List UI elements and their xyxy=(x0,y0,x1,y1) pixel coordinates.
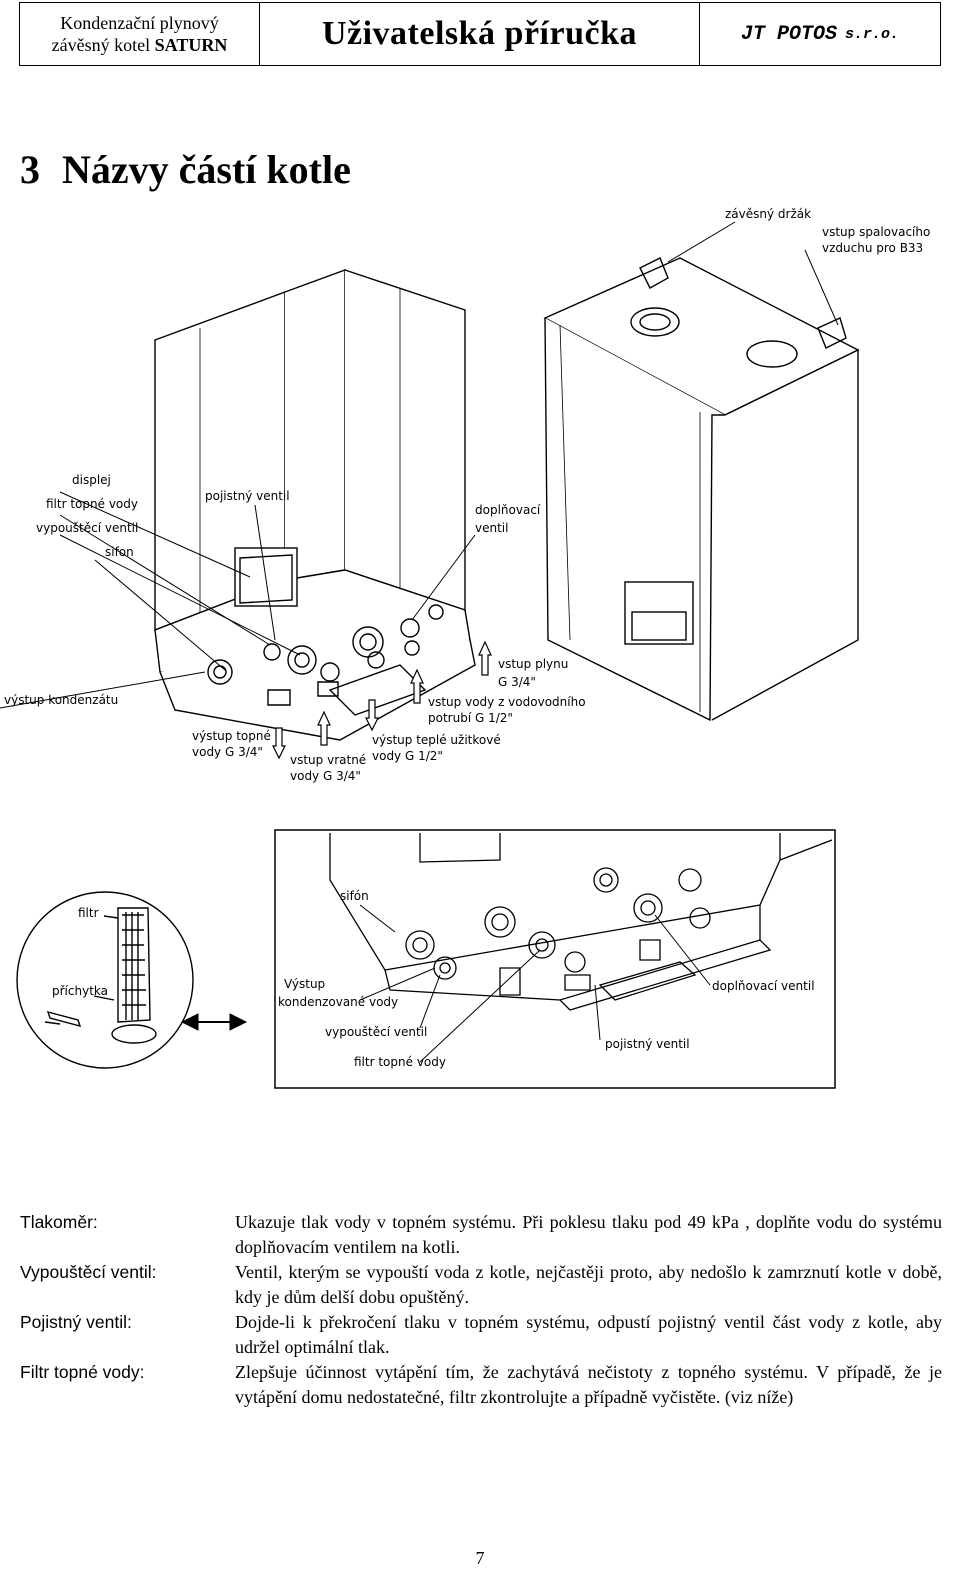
label-dhw-outlet-2: vody G 1/2" xyxy=(372,749,443,763)
label-heating-filter: filtr topné vody xyxy=(46,497,138,511)
definition-text: Ukazuje tlak vody v topném systému. Při … xyxy=(235,1212,942,1257)
label-safety-valve-2: pojistný ventil xyxy=(605,1037,690,1051)
product-line-1: Kondenzační plynový xyxy=(60,13,219,33)
company-text: JT POTOS xyxy=(740,22,837,46)
parts-definitions: Tlakoměr: Ukazuje tlak vody v topném sys… xyxy=(20,1210,942,1410)
label-fill-valve-2b: doplňovací ventil xyxy=(712,979,815,993)
figure1-labels: závěsný držák vstup spalovacího vzduchu … xyxy=(4,207,930,783)
label-filter: filtr xyxy=(78,906,99,920)
definition-row: Tlakoměr: Ukazuje tlak vody v topném sys… xyxy=(20,1210,942,1260)
label-condensate-1: Výstup xyxy=(284,977,325,991)
definition-text: Ventil, kterým se vypouští voda z kotle,… xyxy=(235,1262,942,1307)
product-model: SATURN xyxy=(154,35,228,55)
label-safety-valve: pojistný ventil xyxy=(205,489,290,503)
label-siphon: sifon xyxy=(105,545,134,559)
definition-term: Pojistný ventil: xyxy=(20,1312,132,1332)
section-number: 3 xyxy=(20,147,40,192)
label-siphon-2: sifón xyxy=(340,889,369,903)
label-condensate-2: kondenzované vody xyxy=(278,995,398,1009)
label-heating-filter-2: filtr topné vody xyxy=(354,1055,446,1069)
section-heading: 3 Názvy částí kotle xyxy=(20,146,351,193)
boiler-bottom-closeup: filtr příchytka sifón Výstup kondenzovan… xyxy=(52,829,836,1089)
label-hanger: závěsný držák xyxy=(725,207,811,221)
section-title: Názvy částí kotle xyxy=(62,147,351,192)
boiler-front-view xyxy=(543,257,860,722)
company-name: JT POTOS s.r.o. xyxy=(700,3,940,65)
page-number: 7 xyxy=(475,1548,485,1568)
label-heating-outlet-2: vody G 3/4" xyxy=(192,745,263,759)
label-condensate-outlet: výstup kondenzátu xyxy=(4,693,118,707)
inset-pointer-arrow xyxy=(180,1013,248,1031)
label-return-inlet-1: vstup vratné xyxy=(290,753,366,767)
label-air-inlet-1: vstup spalovacího xyxy=(822,225,930,239)
definition-term: Filtr topné vody: xyxy=(20,1362,145,1382)
label-display: displej xyxy=(72,473,111,487)
label-water-inlet-1: vstup vody z vodovodního xyxy=(428,695,586,709)
label-gas-inlet-1: vstup plynu xyxy=(498,657,568,671)
definition-text: Dojde-li k překročení tlaku v topném sys… xyxy=(235,1312,942,1357)
product-name: Kondenzační plynový závěsný kotel SATURN xyxy=(20,3,260,65)
boiler-rear-bottom-view xyxy=(154,268,476,741)
label-return-inlet-2: vody G 3/4" xyxy=(290,769,361,783)
flow-arrows xyxy=(272,640,492,760)
definition-term: Vypouštěcí ventil: xyxy=(20,1262,157,1282)
definition-text: Zlepšuje účinnost vytápění tím, že zachy… xyxy=(235,1362,942,1407)
label-air-inlet-2: vzduchu pro B33 xyxy=(822,241,923,255)
label-clip: příchytka xyxy=(52,984,108,998)
label-water-inlet-2: potrubí G 1/2" xyxy=(428,711,513,725)
definition-row: Filtr topné vody: Zlepšuje účinnost vytá… xyxy=(20,1360,942,1410)
definition-row: Vypouštěcí ventil: Ventil, kterým se vyp… xyxy=(20,1260,942,1310)
definition-row: Pojistný ventil: Dojde-li k překročení t… xyxy=(20,1310,942,1360)
label-fill-valve-1: doplňovací xyxy=(475,503,541,517)
filter-detail-inset xyxy=(16,891,194,1069)
figure1-leader-lines xyxy=(0,221,839,709)
label-dhw-outlet-1: výstup teplé užitkové xyxy=(372,733,501,747)
label-fill-valve-2: ventil xyxy=(475,521,508,535)
page-header: Kondenzační plynový závěsný kotel SATURN… xyxy=(19,2,941,66)
label-drain-valve-2: vypouštěcí ventil xyxy=(325,1025,427,1039)
label-gas-inlet-2: G 3/4" xyxy=(498,675,536,689)
figure2-labels: filtr příchytka sifón Výstup kondenzovan… xyxy=(52,889,815,1069)
document-title: Uživatelská příručka xyxy=(260,3,700,65)
product-line-2: závěsný kotel xyxy=(51,35,155,55)
label-heating-outlet-1: výstup topné xyxy=(192,729,271,743)
definition-term: Tlakoměr: xyxy=(20,1212,98,1232)
company-suffix: s.r.o. xyxy=(845,25,900,43)
label-drain-valve: vypouštěcí ventil xyxy=(36,521,138,535)
